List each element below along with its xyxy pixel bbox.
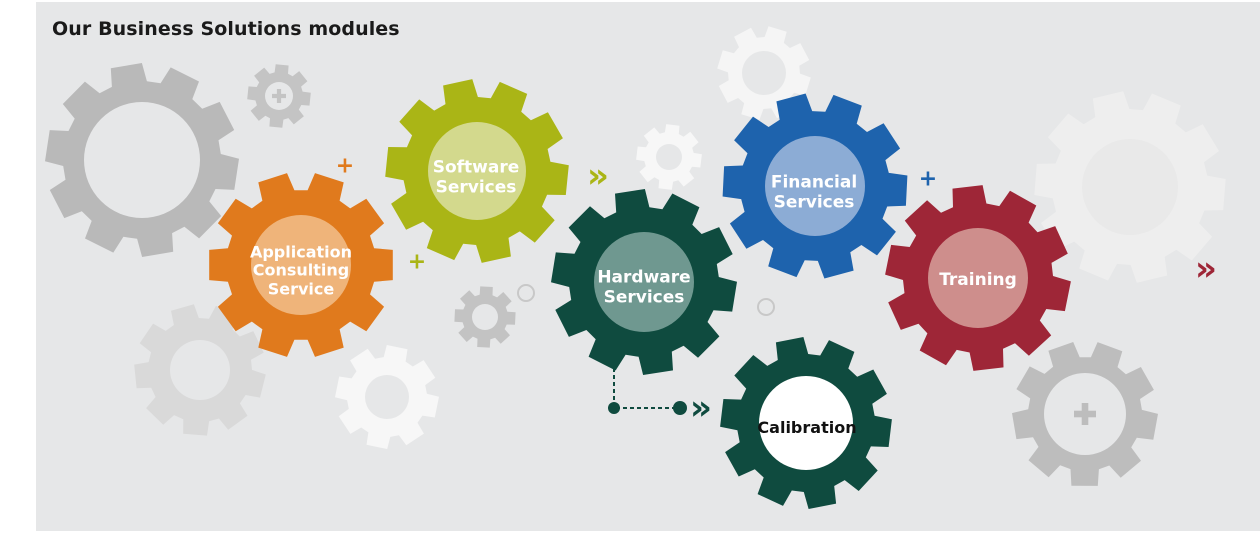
background-gears bbox=[45, 26, 1226, 486]
bg-gear-small-mid bbox=[454, 286, 516, 348]
gear-label-application: Application Consulting Service bbox=[249, 242, 353, 299]
bg-gear-grey-right bbox=[1012, 342, 1158, 486]
bg-gear-small-top bbox=[247, 64, 311, 128]
gear-label-software: Software Services bbox=[432, 157, 520, 197]
bg-gear-small-mid-center bbox=[472, 304, 498, 330]
link-dot-start bbox=[608, 402, 620, 414]
gear-label-calibration: Calibration bbox=[757, 417, 857, 437]
bg-gear-white-top-center bbox=[742, 51, 786, 95]
gear-application-center bbox=[251, 215, 351, 315]
chevrons-olive: » bbox=[587, 156, 609, 196]
bg-gear-white-mid bbox=[636, 124, 702, 190]
bg-ring-2 bbox=[757, 298, 775, 316]
plus-sign-orange: + bbox=[336, 154, 354, 179]
gear-financial bbox=[722, 93, 908, 279]
chevrons-green: » bbox=[690, 388, 712, 428]
plus-sign-olive: + bbox=[408, 250, 426, 275]
bg-gear-grey-right-plus-v bbox=[1081, 403, 1089, 425]
gear-financial-center bbox=[765, 136, 865, 236]
bg-gear-white-right-center bbox=[1082, 139, 1178, 235]
module-gears bbox=[209, 79, 1071, 509]
gear-software bbox=[385, 79, 569, 263]
bg-gear-white-bottom bbox=[335, 345, 439, 449]
link-dot-end bbox=[673, 401, 687, 415]
gear-training-center bbox=[928, 228, 1028, 328]
plus-sign-blue: + bbox=[919, 167, 937, 192]
bg-gear-faint-left-center bbox=[170, 340, 230, 400]
page-title: Our Business Solutions modules bbox=[52, 18, 400, 40]
gear-hardware bbox=[551, 189, 737, 375]
bg-gear-large-left bbox=[45, 63, 239, 257]
gear-hardware-center bbox=[594, 232, 694, 332]
bg-ring-1 bbox=[517, 284, 535, 302]
chevrons-crimson: » bbox=[1195, 249, 1217, 289]
gear-software-center bbox=[428, 122, 526, 220]
gear-label-training: Training bbox=[939, 270, 1017, 291]
bg-gear-faint-left bbox=[134, 304, 266, 436]
bg-gear-small-top-plus-v bbox=[276, 89, 282, 103]
gear-application bbox=[209, 173, 393, 357]
bg-gear-white-top bbox=[717, 26, 811, 120]
gear-calibration-center bbox=[759, 376, 853, 470]
bg-gear-white-mid-center bbox=[656, 144, 682, 170]
bg-gear-white-right bbox=[1034, 91, 1226, 283]
gear-training bbox=[885, 185, 1071, 371]
gear-label-hardware: Hardware Services bbox=[597, 267, 691, 307]
connectors: + + + » » » bbox=[336, 154, 1217, 429]
gear-calibration bbox=[720, 337, 892, 509]
bg-gear-white-bottom-center bbox=[365, 375, 409, 419]
bg-gear-large-left-center bbox=[84, 102, 200, 218]
gear-label-financial: Financial Services bbox=[770, 172, 858, 212]
